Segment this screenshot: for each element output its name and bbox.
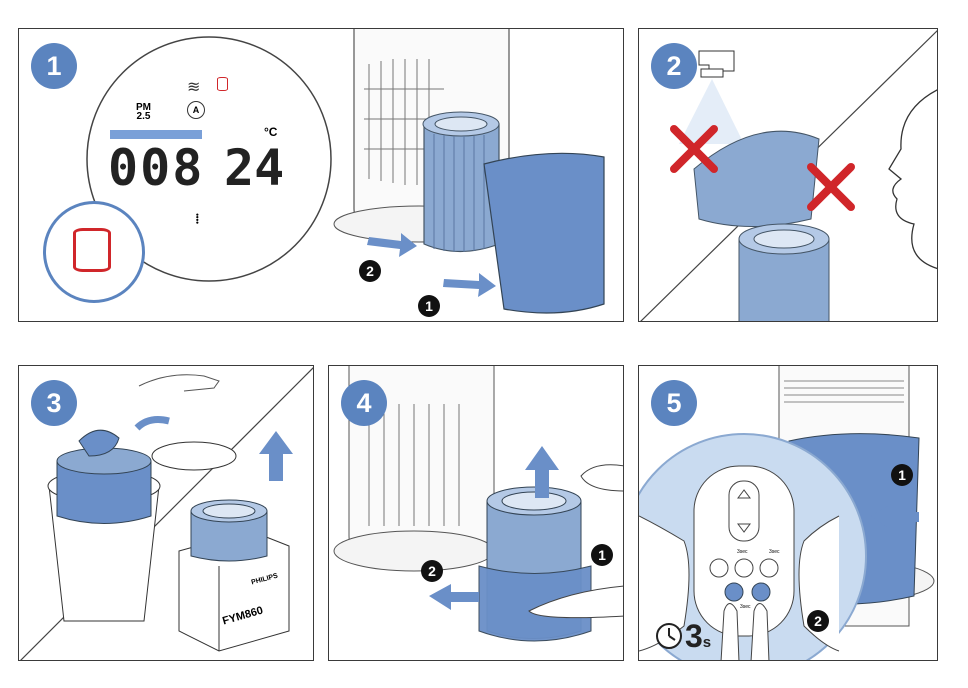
filter-alert-icon: [217, 77, 228, 91]
step-2-panel: 2: [638, 28, 938, 322]
step-number-badge: 4: [341, 380, 387, 426]
hold-number: 3: [685, 618, 703, 654]
fan-level-icon: ⁞: [195, 211, 200, 227]
step-3-panel: 3 PHILIPS FYM860: [18, 365, 314, 661]
temperature-value: 24: [224, 139, 285, 197]
step-number-badge: 1: [31, 43, 77, 89]
wifi-icon: ≋: [187, 77, 201, 96]
step-2-illustration: [640, 30, 937, 321]
step-3-illustration: [20, 367, 313, 660]
filter-replace-zoom: [43, 201, 145, 303]
step-1-panel: 1 PM 2.5 ≋ A 008 °C 24 ⁞ 2 1: [18, 28, 624, 322]
callout-2: 2: [421, 560, 443, 582]
callout-1: 1: [418, 295, 440, 317]
step-4-panel: 4 1 2: [328, 365, 624, 661]
step-number-badge: 3: [31, 380, 77, 426]
temperature-unit: °C: [264, 125, 278, 139]
step-number-badge: 2: [651, 43, 697, 89]
pm-value: 008: [108, 139, 205, 197]
step-5-illustration: [639, 366, 935, 660]
reset-label: 3sec: [740, 604, 751, 610]
step-1-illustration: [86, 29, 605, 314]
step-5-panel: 5 3s 3sec 3sec 3sec 1 2: [638, 365, 938, 661]
lock-label: 3sec: [737, 549, 748, 555]
callout-2: 2: [359, 260, 381, 282]
callout-1: 1: [891, 464, 913, 486]
pm-label: PM 2.5: [136, 102, 151, 122]
hold-unit: s: [702, 634, 712, 651]
step-number-badge: 5: [651, 380, 697, 426]
filter-replace-icon: [73, 228, 111, 272]
callout-2: 2: [807, 610, 829, 632]
callout-1: 1: [591, 544, 613, 566]
step-4-illustration: [333, 366, 623, 642]
hold-duration: 3s: [685, 618, 711, 655]
pm-label-line1: PM: [136, 102, 151, 113]
auto-mode-icon: A: [187, 101, 205, 119]
wifi-label: 3sec: [769, 549, 780, 555]
pm-label-line2: 2.5: [136, 111, 151, 122]
